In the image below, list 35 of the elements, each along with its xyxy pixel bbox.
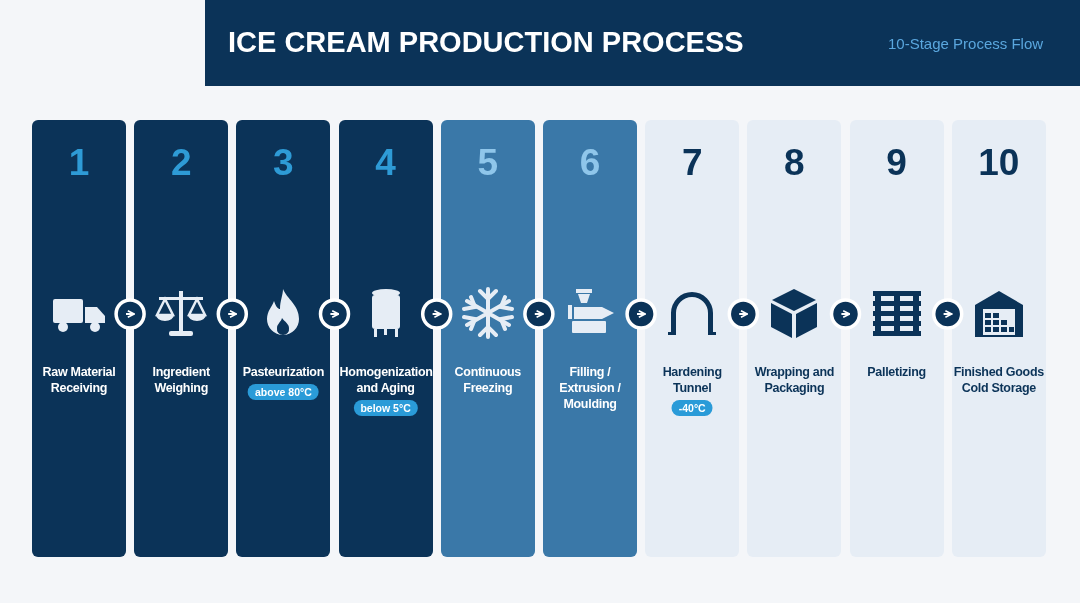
title: ICE CREAM PRODUCTION PROCESS (228, 26, 744, 59)
stage-number: 5 (476, 142, 500, 184)
stage-number: 8 (783, 142, 806, 184)
temperature-badge: -40°C (671, 400, 713, 416)
stage-number: 1 (67, 142, 91, 184)
stage-name: Filling / Extrusion / Moulding (558, 364, 622, 412)
stage-card (32, 120, 126, 557)
stage-number: 10 (977, 142, 1021, 184)
stage-name: Wrapping and Packaging (753, 364, 836, 396)
stage-card (440, 120, 535, 557)
temperature-badge: below 5°C (353, 400, 418, 416)
stage-name: Raw Material Receiving (41, 364, 117, 396)
stage-number: 3 (272, 142, 295, 184)
stage-number: 9 (885, 142, 908, 184)
stage-card (134, 120, 229, 557)
stage-number: 2 (169, 142, 193, 184)
stage-number: 4 (374, 142, 397, 184)
stage-card (747, 120, 842, 557)
subtitle: 10-Stage Process Flow (888, 35, 1044, 52)
stage-card (951, 120, 1046, 557)
stage-name: Ingredient Weighing (151, 364, 211, 396)
stage-card (543, 120, 637, 557)
stage-name: Finished Goods Cold Storage (952, 364, 1045, 396)
stage-name: Continuous Freezing (453, 364, 522, 396)
stage-name: Hardening Tunnel (661, 364, 723, 396)
stage-name: Pasteurization (241, 364, 325, 380)
temperature-badge: above 80°C (248, 384, 319, 400)
stage-card (645, 120, 740, 557)
stage-number: 7 (680, 142, 704, 184)
stage-card (338, 120, 433, 557)
stage-card (849, 120, 944, 557)
stage-number: 6 (578, 142, 602, 184)
stage-name: Palletizing (866, 364, 927, 380)
stage-card (236, 120, 331, 557)
stage-name: Homogenization and Aging (339, 364, 432, 396)
